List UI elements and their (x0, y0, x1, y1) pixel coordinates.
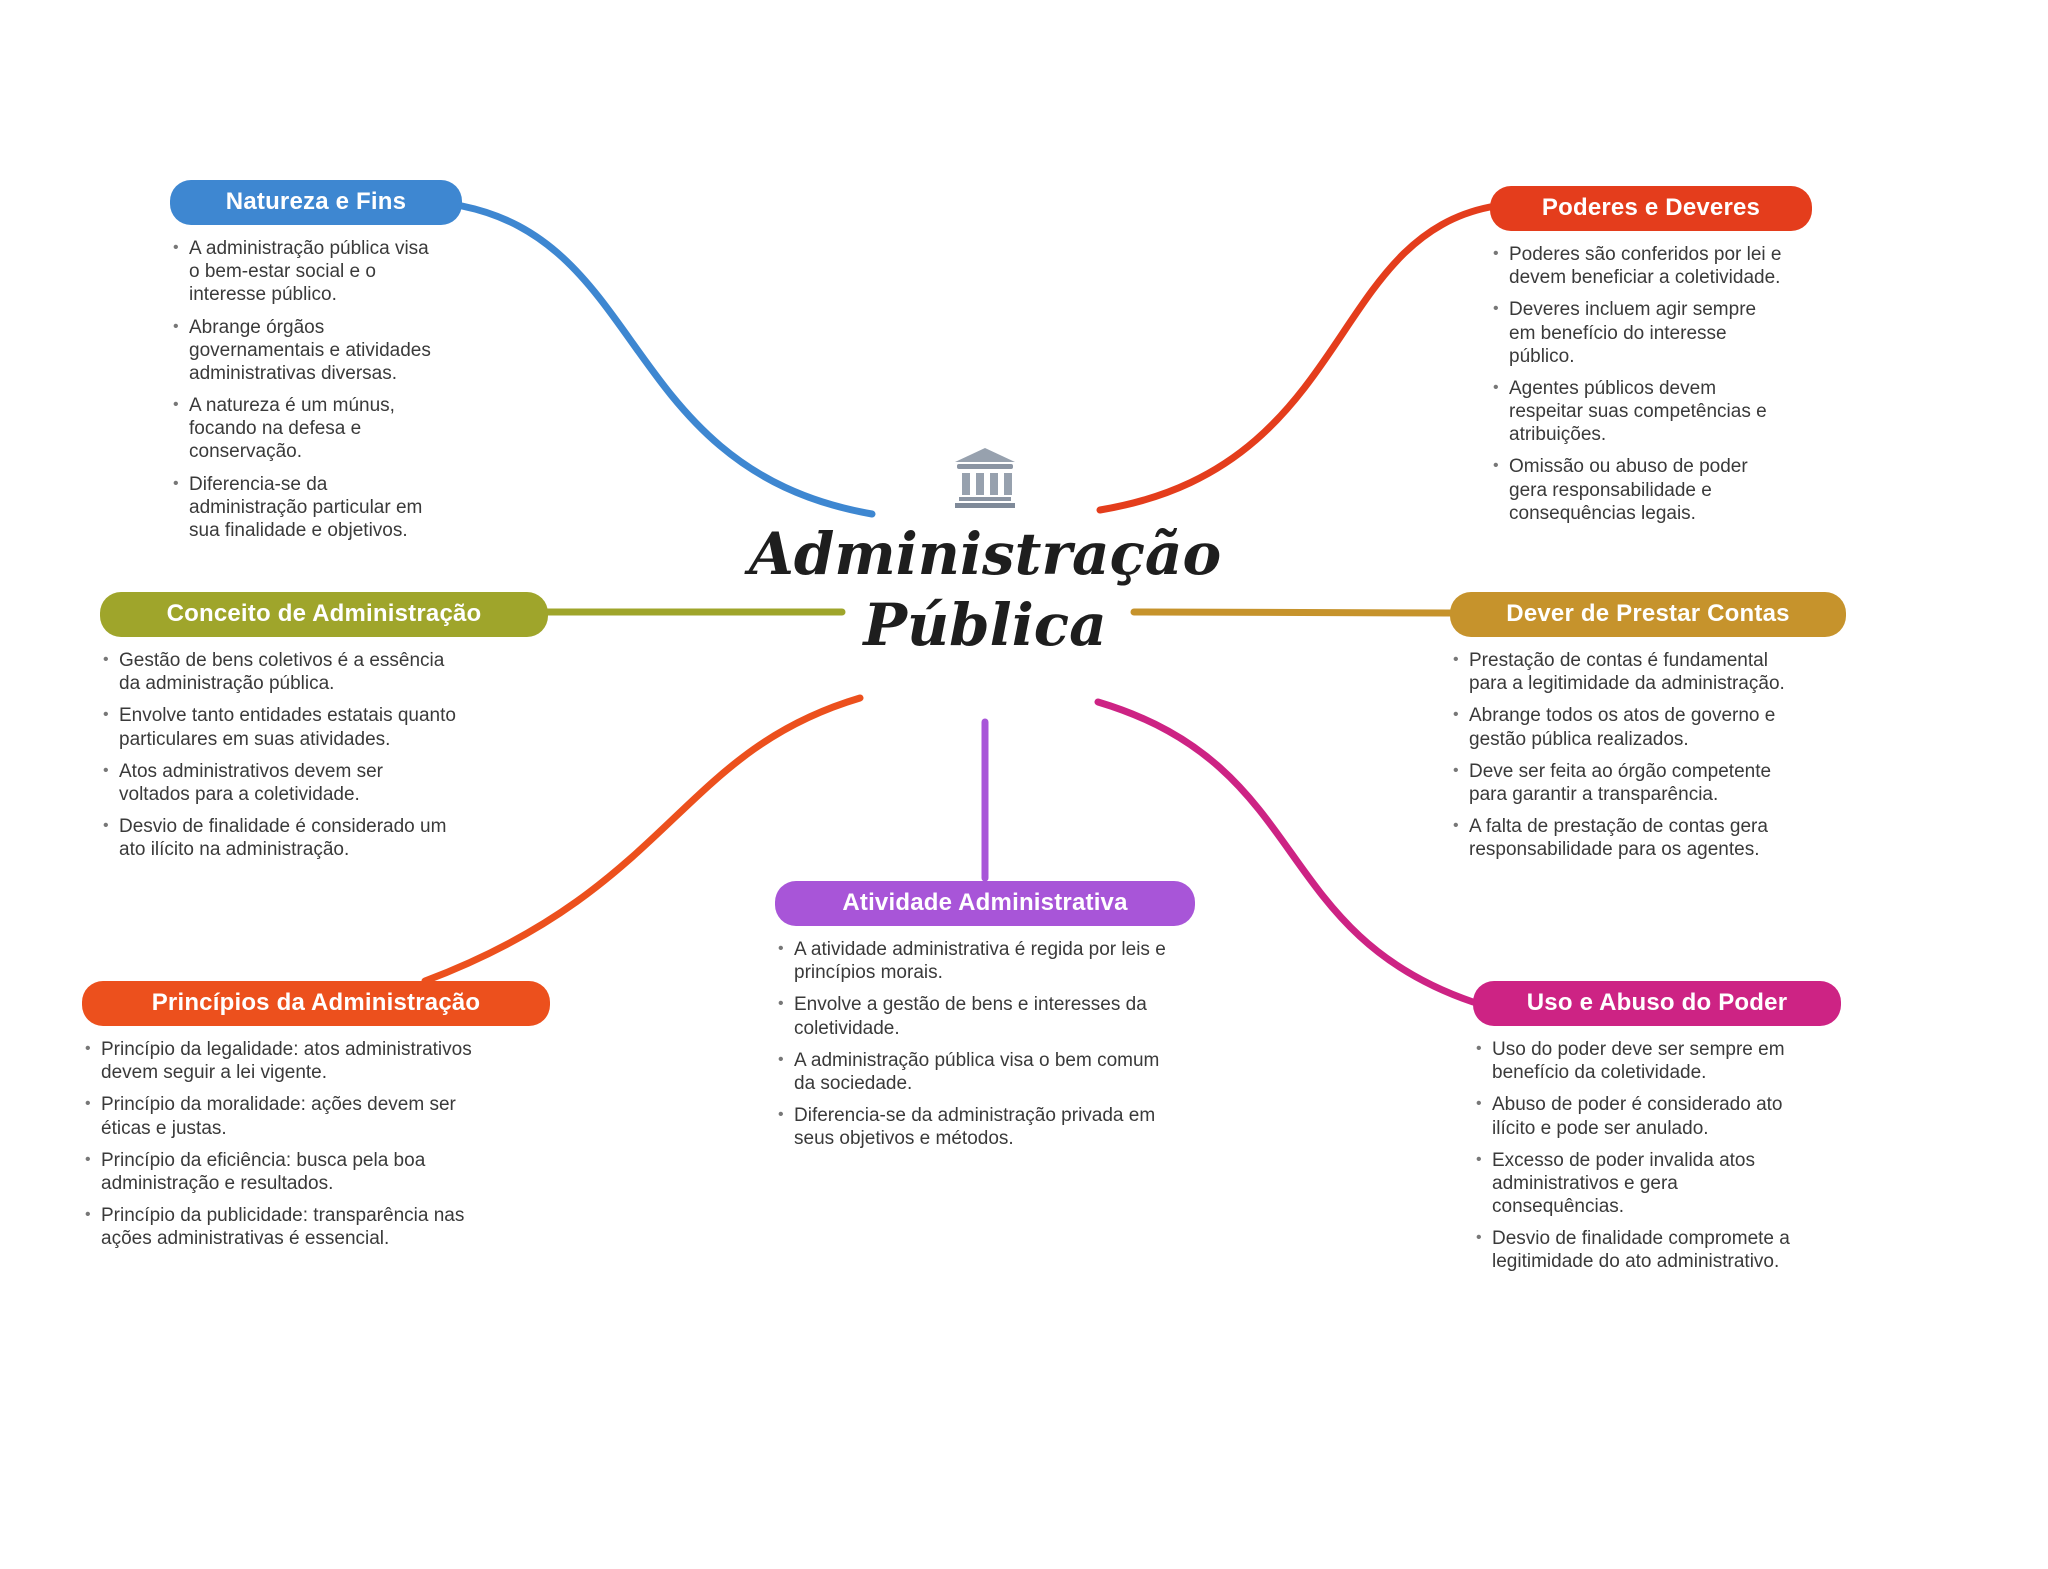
branch-principios-da-administracao: Princípios da Administração Princípio da… (82, 981, 550, 1259)
bullet-item: Diferencia-se da administração particula… (170, 473, 442, 543)
bullet-item: A falta de prestação de contas gera resp… (1450, 815, 1810, 861)
branch-bullets-natureza-e-fins: A administração pública visa o bem-estar… (170, 237, 442, 542)
bullet-item: Deve ser feita ao órgão competente para … (1450, 760, 1810, 806)
bullet-item: Abrange todos os atos de governo e gestã… (1450, 704, 1810, 750)
bullet-item: Envolve tanto entidades estatais quanto … (100, 704, 456, 750)
branch-badge-atividade-administrativa[interactable]: Atividade Administrativa (775, 881, 1195, 926)
branch-atividade-administrativa: Atividade Administrativa A atividade adm… (775, 881, 1195, 1159)
bullet-item: Desvio de finalidade compromete a legiti… (1473, 1227, 1807, 1273)
bullet-item: Omissão ou abuso de poder gera responsab… (1490, 455, 1786, 525)
branch-poderes-e-deveres: Poderes e Deveres Poderes são conferidos… (1490, 186, 1812, 534)
bullet-item: A administração pública visa o bem comum… (775, 1049, 1171, 1095)
bullet-item: Prestação de contas é fundamental para a… (1450, 649, 1810, 695)
bullet-item: Desvio de finalidade é considerado um at… (100, 815, 456, 861)
branch-badge-dever-de-prestar-contas[interactable]: Dever de Prestar Contas (1450, 592, 1846, 637)
bullet-item: Gestão de bens coletivos é a essência da… (100, 649, 456, 695)
central-title-line1: Administração (748, 520, 1222, 588)
bullet-item: Princípio da publicidade: transparência … (82, 1204, 490, 1250)
bullet-item: Envolve a gestão de bens e interesses da… (775, 993, 1171, 1039)
bullet-item: Princípio da moralidade: ações devem ser… (82, 1093, 490, 1139)
branch-bullets-principios-da-administracao: Princípio da legalidade: atos administra… (82, 1038, 490, 1250)
bullet-item: Atos administrativos devem ser voltados … (100, 760, 456, 806)
branch-badge-uso-e-abuso-do-poder[interactable]: Uso e Abuso do Poder (1473, 981, 1841, 1026)
bullet-item: Princípio da legalidade: atos administra… (82, 1038, 490, 1084)
bullet-item: Abuso de poder é considerado ato ilícito… (1473, 1093, 1807, 1139)
bullet-item: Excesso de poder invalida atos administr… (1473, 1149, 1807, 1219)
bullet-item: Poderes são conferidos por lei e devem b… (1490, 243, 1786, 289)
central-node[interactable]: Administração Pública (735, 448, 1235, 661)
branch-bullets-atividade-administrativa: A atividade administrativa é regida por … (775, 938, 1171, 1150)
bullet-item: A atividade administrativa é regida por … (775, 938, 1171, 984)
central-title-line2: Pública (863, 590, 1107, 659)
branch-bullets-dever-de-prestar-contas: Prestação de contas é fundamental para a… (1450, 649, 1810, 861)
bullet-item: Uso do poder deve ser sempre em benefíci… (1473, 1038, 1807, 1084)
bullet-item: Agentes públicos devem respeitar suas co… (1490, 377, 1786, 447)
branch-bullets-poderes-e-deveres: Poderes são conferidos por lei e devem b… (1490, 243, 1786, 525)
bullet-item: A administração pública visa o bem-estar… (170, 237, 442, 307)
bullet-item: Diferencia-se da administração privada e… (775, 1104, 1171, 1150)
branch-badge-poderes-e-deveres[interactable]: Poderes e Deveres (1490, 186, 1812, 231)
branch-badge-conceito-de-administracao[interactable]: Conceito de Administração (100, 592, 548, 637)
bullet-item: Deveres incluem agir sempre em benefício… (1490, 298, 1786, 368)
branch-uso-e-abuso-do-poder: Uso e Abuso do Poder Uso do poder deve s… (1473, 981, 1841, 1283)
branch-dever-de-prestar-contas: Dever de Prestar Contas Prestação de con… (1450, 592, 1846, 870)
branch-natureza-e-fins: Natureza e Fins A administração pública … (170, 180, 462, 551)
branch-bullets-uso-e-abuso-do-poder: Uso do poder deve ser sempre em benefíci… (1473, 1038, 1807, 1274)
bullet-item: A natureza é um múnus, focando na defesa… (170, 394, 442, 464)
bullet-item: Abrange órgãos governamentais e atividad… (170, 316, 442, 386)
classical-building-icon (953, 448, 1017, 513)
bullet-item: Princípio da eficiência: busca pela boa … (82, 1149, 490, 1195)
branch-conceito-de-administracao: Conceito de Administração Gestão de bens… (100, 592, 548, 870)
branch-badge-natureza-e-fins[interactable]: Natureza e Fins (170, 180, 462, 225)
branch-bullets-conceito-de-administracao: Gestão de bens coletivos é a essência da… (100, 649, 456, 861)
branch-badge-principios-da-administracao[interactable]: Princípios da Administração (82, 981, 550, 1026)
